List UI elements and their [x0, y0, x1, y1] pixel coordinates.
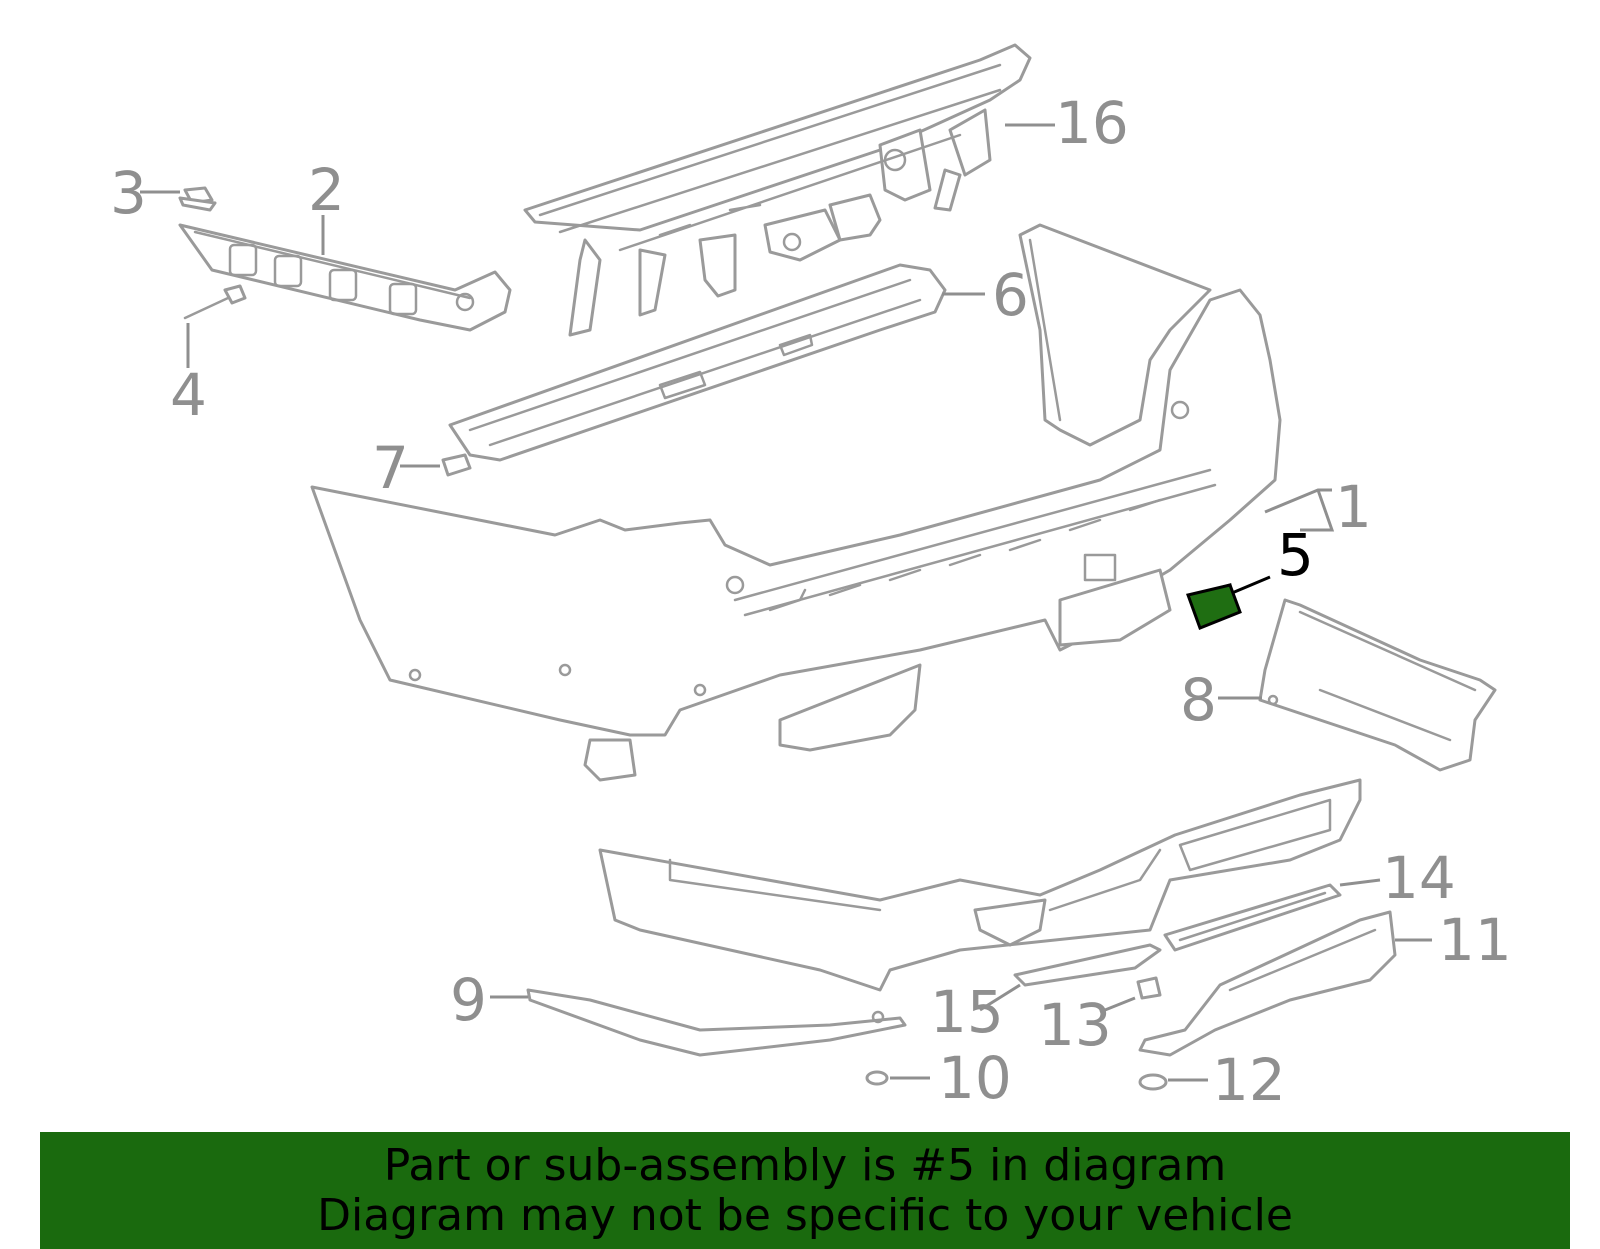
lower-fascia — [598, 778, 1362, 992]
part-8-valance-support — [1258, 598, 1497, 772]
callout-15: 15 — [930, 978, 1004, 1046]
callout-3: 3 — [110, 159, 147, 227]
banner-line-disclaimer: Diagram may not be specific to your vehi… — [317, 1189, 1293, 1241]
part-1-bumper-cover — [310, 223, 1282, 782]
part-15-trim — [1013, 943, 1162, 987]
callout-2: 2 — [308, 156, 345, 224]
part-7-retainer — [441, 453, 472, 477]
callout-12: 12 — [1212, 1046, 1286, 1114]
part-5-highlighted-part — [1186, 583, 1242, 630]
info-banner: Part or sub-assembly is #5 in diagram Di… — [40, 1132, 1570, 1249]
part-2-bracket — [178, 223, 512, 332]
part-6-step-pad — [448, 263, 947, 462]
callout-13: 13 — [1038, 991, 1112, 1059]
callout-10: 10 — [938, 1044, 1012, 1112]
callout-1: 1 — [1335, 473, 1372, 541]
part-10-grommet — [865, 1070, 889, 1086]
part-16-impact-bar — [523, 43, 1032, 337]
part-4-push-pin — [183, 284, 247, 320]
callout-4: 4 — [170, 361, 207, 429]
parts-diagram: 16 3 2 4 6 7 — [110, 43, 1512, 1114]
leader-15 — [979, 983, 1021, 1012]
callout-5: 5 — [1277, 521, 1314, 589]
part-12-grommet — [1138, 1073, 1168, 1091]
banner-line-part: Part or sub-assembly is #5 in diagram — [383, 1139, 1227, 1191]
part-13-clip — [1136, 976, 1162, 1000]
leader-13 — [1099, 996, 1136, 1014]
part-3-clip — [178, 186, 217, 212]
leader-5 — [1231, 575, 1271, 595]
callout-11: 11 — [1438, 906, 1512, 974]
callout-8: 8 — [1180, 666, 1217, 734]
part-9-lower-molding — [526, 988, 907, 1057]
callout-6: 6 — [992, 261, 1029, 329]
callout-9: 9 — [450, 966, 487, 1034]
part-14-molding-strip — [1163, 883, 1342, 952]
leader-1 — [1264, 488, 1335, 532]
callout-14: 14 — [1382, 844, 1456, 912]
callout-16: 16 — [1055, 89, 1129, 157]
part-11-trim-bezel — [1138, 910, 1397, 1057]
callout-7: 7 — [372, 434, 409, 502]
leader-14 — [1339, 878, 1381, 887]
